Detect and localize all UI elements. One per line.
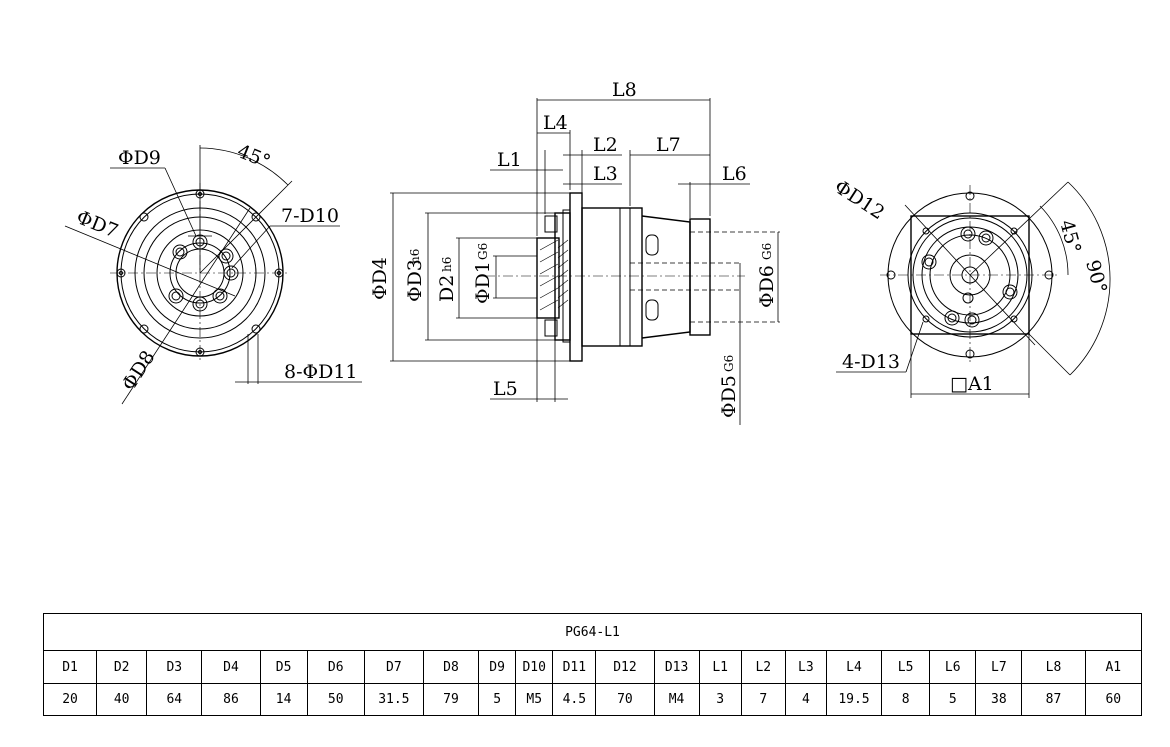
d11-label: 8-ΦD11 bbox=[284, 361, 358, 383]
l8-label: L8 bbox=[612, 79, 637, 101]
table-value-cell: 38 bbox=[975, 683, 1023, 716]
table-value-cell: 7 bbox=[740, 683, 786, 716]
d10-label: 7-D10 bbox=[281, 205, 339, 227]
table-value-cell: 4.5 bbox=[552, 683, 597, 716]
table-header-cell: D4 bbox=[201, 650, 261, 684]
d13-label: 4-D13 bbox=[842, 351, 900, 373]
table-value-cell: 8 bbox=[881, 683, 931, 716]
table-header-cell: L1 bbox=[698, 650, 742, 684]
table-header-cell: A1 bbox=[1084, 650, 1143, 684]
table-value-cell: M5 bbox=[515, 683, 554, 716]
table-header-cell: D3 bbox=[146, 650, 203, 684]
l1-label: L1 bbox=[497, 149, 522, 171]
table-header-cell: D1 bbox=[42, 650, 98, 684]
table-value-cell: 4 bbox=[784, 683, 827, 716]
d3-label: ΦD3 bbox=[404, 259, 426, 302]
table-value-cell: 70 bbox=[595, 683, 655, 716]
d3-tolerance: h6 bbox=[408, 249, 422, 264]
d5-tolerance: G6 bbox=[722, 355, 736, 372]
d1-tolerance: G6 bbox=[476, 243, 490, 260]
d2-label: D2 bbox=[436, 275, 458, 302]
table-value-cell: 60 bbox=[1084, 683, 1143, 716]
table-value-cell: 87 bbox=[1021, 683, 1086, 716]
d12-label: ΦD12 bbox=[830, 176, 888, 224]
l5-label: L5 bbox=[493, 378, 518, 400]
table-value-cell: 20 bbox=[42, 683, 98, 716]
table-header-cell: D12 bbox=[595, 650, 655, 684]
d6-tolerance: G6 bbox=[760, 243, 774, 260]
a1-label: □A1 bbox=[950, 373, 994, 395]
l3-label: L3 bbox=[593, 163, 618, 185]
table-header-cell: D9 bbox=[478, 650, 517, 684]
table-value-cell: 5 bbox=[478, 683, 517, 716]
table-value-cell: 19.5 bbox=[825, 683, 883, 716]
table-title: PG64-L1 bbox=[43, 613, 1142, 651]
d1-label: ΦD1 bbox=[472, 261, 494, 304]
table-header-cell: L8 bbox=[1021, 650, 1086, 684]
d9-label: ΦD9 bbox=[118, 147, 161, 169]
angle-90-label: 90° bbox=[1081, 258, 1111, 296]
table-value-cell: M4 bbox=[653, 683, 700, 716]
table-header-cell: D5 bbox=[259, 650, 308, 684]
table-header-cell: D13 bbox=[653, 650, 700, 684]
table-value-cell: 40 bbox=[96, 683, 148, 716]
d2-tolerance: h6 bbox=[440, 257, 454, 272]
table-value-cell: 79 bbox=[422, 683, 480, 716]
table-value-cell: 31.5 bbox=[363, 683, 424, 716]
table-header-cell: L3 bbox=[784, 650, 827, 684]
d6-label: ΦD6 bbox=[756, 265, 778, 308]
table-header-cell: D7 bbox=[363, 650, 424, 684]
d5-label: ΦD5 bbox=[718, 375, 740, 418]
l7-label: L7 bbox=[656, 134, 681, 156]
table-header-cell: D2 bbox=[96, 650, 148, 684]
d4-label: ΦD4 bbox=[369, 257, 391, 300]
left-end-view: ΦD9 45° ΦD7 7-D10 ΦD8 8-ΦD11 bbox=[64, 140, 362, 405]
right-end-view: ΦD12 45° 90° 4-D13 □A1 bbox=[830, 176, 1111, 398]
l4-label: L4 bbox=[543, 112, 568, 134]
table-value-cell: 86 bbox=[201, 683, 261, 716]
angle-45-label-right: 45° bbox=[1055, 218, 1085, 256]
l2-label: L2 bbox=[593, 134, 618, 156]
table-value-cell: 64 bbox=[146, 683, 203, 716]
table-header-cell: L6 bbox=[929, 650, 977, 684]
table-header-cell: L4 bbox=[825, 650, 883, 684]
table-header-cell: D8 bbox=[422, 650, 480, 684]
d7-label: ΦD7 bbox=[73, 206, 121, 242]
table-value-cell: 3 bbox=[698, 683, 742, 716]
table-value-cell: 14 bbox=[259, 683, 308, 716]
side-view: L8 L4 L1 L2 L3 L7 L6 ΦD4 ΦD3 h6 D2 h6 ΦD… bbox=[369, 79, 780, 425]
table-header-cell: L7 bbox=[975, 650, 1023, 684]
table-value-cell: 50 bbox=[306, 683, 365, 716]
table-header-cell: D10 bbox=[515, 650, 554, 684]
table-header-cell: D11 bbox=[552, 650, 597, 684]
technical-drawing: ΦD9 45° ΦD7 7-D10 ΦD8 8-ΦD11 bbox=[64, 79, 1111, 425]
table-header-cell: L5 bbox=[881, 650, 931, 684]
d8-label: ΦD8 bbox=[118, 347, 160, 395]
table-header-cell: D6 bbox=[306, 650, 365, 684]
table-header-cell: L2 bbox=[740, 650, 786, 684]
l6-label: L6 bbox=[722, 163, 747, 185]
table-value-cell: 5 bbox=[929, 683, 977, 716]
